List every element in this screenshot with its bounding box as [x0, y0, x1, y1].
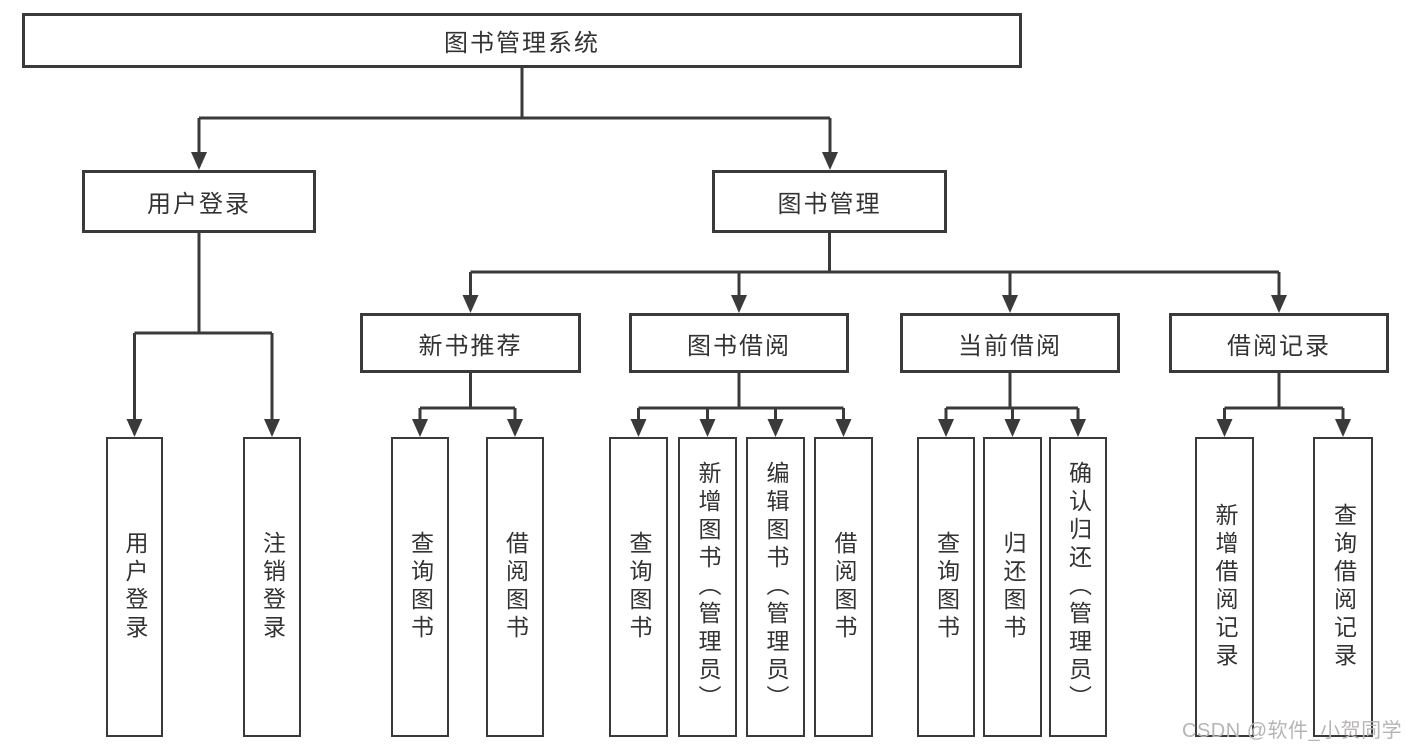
leaf-add-books-admin: 新增图书（管理员）	[678, 437, 737, 737]
node-borrowing-records: 借阅记录	[1169, 313, 1389, 373]
node-book-borrowing: 图书借阅	[629, 313, 849, 373]
leaf-label: 新增借阅记录	[1212, 503, 1238, 671]
arrowhead-icon	[191, 152, 207, 170]
arrowhead-icon	[412, 419, 428, 437]
leaf-label: 查询图书	[933, 531, 960, 643]
node-new-book-recommendation: 新书推荐	[360, 313, 581, 373]
leaf-label: 新增图书（管理员）	[695, 461, 721, 713]
leaf-edit-books-admin: 编辑图书（管理员）	[746, 437, 805, 737]
arrowhead-icon	[1216, 419, 1233, 437]
arrowhead-icon	[1335, 419, 1351, 437]
arrowhead-icon	[1070, 419, 1086, 437]
leaf-label: 借阅图书	[831, 531, 857, 643]
connector-user-login-to-leaves	[133, 233, 274, 421]
node-label: 图书借阅	[687, 332, 791, 360]
leaf-confirm-return-admin: 确认归还（管理员）	[1049, 437, 1107, 737]
arrowhead-icon	[731, 295, 747, 313]
leaf-label: 查询图书	[626, 531, 652, 643]
leaf-borrow-books-2: 借阅图书	[814, 437, 873, 737]
connector-new-book-recommendation-to-leaves	[418, 373, 517, 421]
leaf-query-borrow-record: 查询借阅记录	[1313, 437, 1373, 737]
connector-current-borrowing-to-leaves	[944, 373, 1080, 421]
node-label: 图书管理系统	[444, 30, 600, 57]
leaf-label: 查询图书	[407, 531, 434, 643]
arrowhead-icon	[835, 419, 852, 437]
node-label: 借阅记录	[1227, 332, 1331, 360]
node-label: 新书推荐	[418, 332, 523, 360]
leaf-label: 归还图书	[1000, 531, 1026, 643]
leaf-label: 编辑图书（管理员）	[763, 461, 789, 713]
arrowhead-icon	[462, 295, 479, 313]
csdn-watermark: CSDN @软件_小贺同学	[1182, 720, 1403, 742]
leaf-label: 查询借阅记录	[1330, 503, 1357, 671]
arrowhead-icon	[1271, 295, 1287, 313]
leaf-label: 用户登录	[122, 531, 148, 643]
node-user-login: 用户登录	[82, 170, 316, 233]
node-book-management: 图书管理	[712, 170, 947, 233]
node-label: 用户登录	[147, 191, 251, 218]
arrowhead-icon	[507, 419, 523, 437]
node-label: 图书管理	[777, 191, 882, 218]
arrowhead-icon	[822, 152, 838, 170]
leaf-query-books-2: 查询图书	[609, 437, 668, 737]
connector-book-management-to-level3	[469, 233, 1281, 297]
leaf-label: 借阅图书	[502, 531, 529, 643]
node-label: 当前借阅	[958, 332, 1062, 360]
leaf-return-books: 归还图书	[983, 437, 1042, 737]
leaf-borrow-books-1: 借阅图书	[486, 437, 544, 737]
leaf-query-books-1: 查询图书	[391, 437, 449, 737]
arrowhead-icon	[1002, 295, 1018, 313]
leaf-query-books-3: 查询图书	[917, 437, 975, 737]
connector-root-to-level2	[197, 68, 832, 154]
leaf-label: 确认归还（管理员）	[1065, 461, 1092, 713]
leaf-user-login: 用户登录	[106, 437, 163, 737]
arrowhead-icon	[767, 419, 784, 437]
arrowhead-icon	[938, 419, 954, 437]
connector-book-borrowing-to-leaves	[637, 373, 845, 421]
leaf-label: 注销登录	[259, 531, 286, 643]
arrowhead-icon	[264, 419, 280, 437]
node-current-borrowing: 当前借阅	[900, 313, 1120, 373]
arrowhead-icon	[1004, 419, 1021, 437]
arrowhead-icon	[699, 419, 716, 437]
arrowhead-icon	[630, 419, 647, 437]
arrowhead-icon	[126, 419, 143, 437]
connector-borrowing-records-to-leaves	[1223, 373, 1345, 421]
leaf-add-borrow-record: 新增借阅记录	[1195, 437, 1254, 737]
leaf-logout: 注销登录	[243, 437, 301, 737]
node-library-management-system: 图书管理系统	[22, 13, 1022, 68]
